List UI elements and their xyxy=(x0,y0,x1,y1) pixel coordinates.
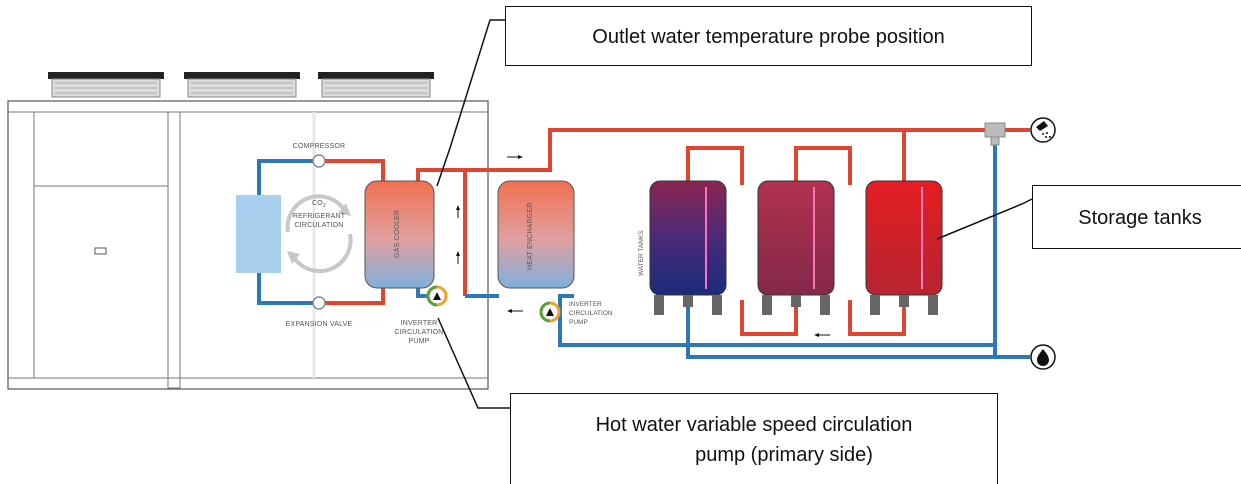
expansion-valve-icon xyxy=(312,296,326,310)
inner-pump-label-3: PUMP xyxy=(408,338,429,345)
flow-arrow-icon xyxy=(456,155,830,337)
fan-3 xyxy=(318,72,434,98)
circulation-label: CIRCULATION xyxy=(294,222,343,229)
water-tank-1 xyxy=(649,180,727,315)
outer-pump-label-2: CIRCULATION xyxy=(569,310,613,317)
water-tank-3 xyxy=(865,180,943,315)
pump-callout-line-2: pump (primary side) xyxy=(695,444,873,466)
refrigerant-label: REFRIGERANT xyxy=(293,213,346,220)
outer-pump-label-3: PUMP xyxy=(569,319,588,326)
compressor-icon xyxy=(312,154,326,168)
inner-pump-label-2: CIRCULATION xyxy=(394,329,443,336)
callout-leaders xyxy=(436,19,1033,409)
co2-subscript: 2 xyxy=(323,203,326,209)
co2-label: CO2 xyxy=(312,200,326,209)
water-drop-icon xyxy=(1030,344,1056,370)
evaporator-coil xyxy=(236,195,281,273)
storage-tanks xyxy=(649,122,1030,359)
shower-icon xyxy=(1030,117,1056,143)
heat-exchanger-label: HEAT ENCHARGER xyxy=(527,203,534,271)
mixing-valve-icon xyxy=(984,122,1006,138)
outer-pump-label-1: INVERTER xyxy=(569,301,602,308)
heat-exchanger xyxy=(497,180,575,289)
water-tanks-label: WATER TANKS xyxy=(638,230,645,276)
co2-text: CO xyxy=(312,200,323,207)
pump-icon xyxy=(539,301,561,323)
gas-cooler xyxy=(364,180,435,289)
storage-tanks-callout: Storage tanks xyxy=(1032,185,1241,249)
pump-icon xyxy=(426,285,448,307)
water-tank-2 xyxy=(757,180,835,315)
expansion-valve-label: EXPANSION VALVE xyxy=(286,321,353,328)
compressor-label: COMPRESSOR xyxy=(293,143,346,150)
refrigerant-loop xyxy=(236,154,385,310)
circulation-pump-callout: Hot water variable speed circulation pum… xyxy=(510,393,998,484)
inner-pump-label-1: INVERTER xyxy=(401,320,438,327)
fan-2 xyxy=(184,72,300,98)
outlet-probe-callout: Outlet water temperature probe position xyxy=(505,6,1032,66)
fan-1 xyxy=(48,72,164,98)
primary-loop xyxy=(364,128,1030,347)
gas-cooler-label: GAS COOLER xyxy=(394,210,401,258)
pump-callout-line-1: Hot water variable speed circulation xyxy=(595,414,913,436)
